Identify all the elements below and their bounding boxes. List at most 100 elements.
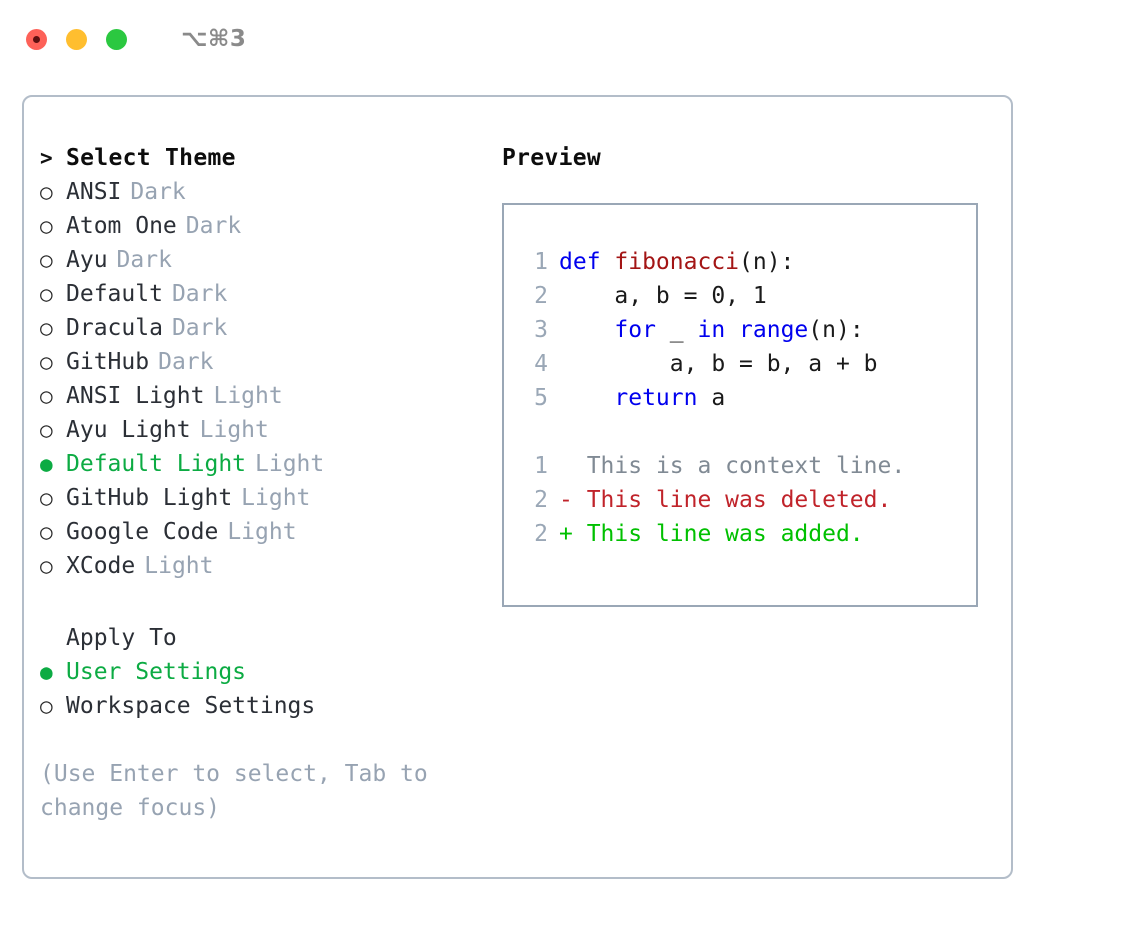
code-diff-spacer — [522, 419, 976, 453]
diff-sample: 1 This is a context line.2- This line wa… — [522, 453, 976, 555]
theme-name: Google Code — [66, 519, 219, 545]
theme-name: Default — [66, 281, 163, 307]
code-token: fibonacci — [614, 249, 740, 275]
theme-list-item[interactable]: ● Default Light Light — [40, 451, 500, 485]
window-title: ⌥⌘3 — [181, 26, 247, 52]
code-line: 2 a, b = 0, 1 — [522, 283, 976, 317]
apply-to-marker-placeholder: ○ — [40, 626, 66, 650]
theme-name: ANSI Light — [66, 383, 205, 409]
diff-line: 2- This line was deleted. — [522, 487, 976, 521]
code-token: in — [697, 317, 726, 343]
minimize-button[interactable] — [66, 28, 87, 50]
theme-category: Light — [213, 383, 283, 409]
code-token: (n): — [739, 249, 795, 275]
line-number: 2 — [534, 283, 548, 309]
diff-text: This is a context line. — [586, 453, 906, 479]
radio-unselected-icon: ○ — [40, 350, 53, 374]
line-number: 3 — [534, 317, 548, 343]
apply-to-list: ●User Settings○Workspace Settings — [40, 659, 500, 727]
code-token: a, b = 0, 1 — [559, 283, 767, 309]
radio-unselected-icon: ○ — [40, 520, 53, 544]
code-text: for _ in range(n): — [559, 317, 863, 343]
radio-unselected-icon: ○ — [40, 554, 53, 578]
theme-name: XCode — [66, 553, 136, 579]
section-spacer — [40, 587, 500, 625]
diff-sign: + — [559, 521, 587, 547]
radio-unselected-icon: ○ — [40, 214, 53, 238]
radio-unselected-icon: ○ — [40, 248, 53, 272]
code-token — [559, 317, 614, 343]
theme-name: Default Light — [66, 451, 247, 477]
apply-to-header: ○ Apply To — [40, 625, 500, 659]
theme-list-item[interactable]: ○ XCode Light — [40, 553, 500, 587]
theme-name: Ayu — [66, 247, 108, 273]
line-number: 4 — [534, 351, 548, 377]
line-number: 2 — [534, 487, 548, 513]
prompt-caret-icon: > — [40, 146, 53, 170]
theme-category: Dark — [171, 315, 228, 341]
radio-selected-icon: ● — [40, 660, 53, 684]
title-bar: ⌥⌘3 — [0, 0, 1140, 78]
diff-line: 1 This is a context line. — [522, 453, 976, 487]
theme-list-item[interactable]: ○ ANSI Dark — [40, 179, 500, 213]
zoom-button[interactable] — [106, 28, 127, 50]
theme-list-item[interactable]: ○ Ayu Dark — [40, 247, 500, 281]
theme-name: GitHub — [66, 349, 150, 375]
theme-name: Dracula — [66, 315, 163, 341]
radio-unselected-icon: ○ — [40, 418, 53, 442]
radio-unselected-icon: ○ — [40, 694, 53, 718]
theme-category: Light — [144, 553, 214, 579]
theme-list-item[interactable]: ○ GitHub Dark — [40, 349, 500, 383]
line-number: 2 — [534, 521, 548, 547]
apply-to-title: Apply To — [66, 625, 177, 651]
code-line: 5 return a — [522, 385, 976, 419]
theme-name: GitHub Light — [66, 485, 233, 511]
code-token: for — [614, 317, 656, 343]
code-line: 4 a, b = b, a + b — [522, 351, 976, 385]
theme-category: Dark — [116, 247, 172, 273]
code-text: def fibonacci(n): — [559, 249, 794, 275]
diff-text: This line was added. — [586, 521, 864, 547]
diff-sign — [559, 453, 587, 479]
code-text: return a — [559, 385, 725, 411]
theme-list-item[interactable]: ○ Ayu Light Light — [40, 417, 500, 451]
close-button[interactable] — [26, 28, 47, 50]
code-text: a, b = 0, 1 — [559, 283, 767, 309]
apply-to-item[interactable]: ○Workspace Settings — [40, 693, 500, 727]
radio-unselected-icon: ○ — [40, 180, 53, 204]
code-token — [725, 317, 739, 343]
theme-category: Light — [241, 485, 311, 511]
theme-category: Light — [227, 519, 297, 545]
radio-selected-icon: ● — [40, 452, 53, 476]
theme-category: Light — [199, 417, 269, 443]
theme-name: ANSI — [66, 179, 122, 205]
theme-category: Dark — [158, 349, 214, 375]
theme-category: Light — [255, 451, 325, 477]
code-token: a, b = b, a + b — [559, 351, 878, 377]
apply-to-item[interactable]: ●User Settings — [40, 659, 500, 693]
radio-unselected-icon: ○ — [40, 282, 53, 306]
theme-category: Dark — [130, 179, 186, 205]
code-token — [559, 385, 614, 411]
preview-title: Preview — [502, 145, 602, 171]
theme-list-item[interactable]: ○ Dracula Dark — [40, 315, 500, 349]
theme-list-item[interactable]: ○ Google Code Light — [40, 519, 500, 553]
radio-unselected-icon: ○ — [40, 316, 53, 340]
line-number: 5 — [534, 385, 548, 411]
theme-name: Ayu Light — [66, 417, 191, 443]
select-theme-title: Select Theme — [66, 145, 236, 171]
diff-line: 2 + This line was added. — [522, 521, 976, 555]
code-line: 3 for _ in range(n): — [522, 317, 976, 351]
